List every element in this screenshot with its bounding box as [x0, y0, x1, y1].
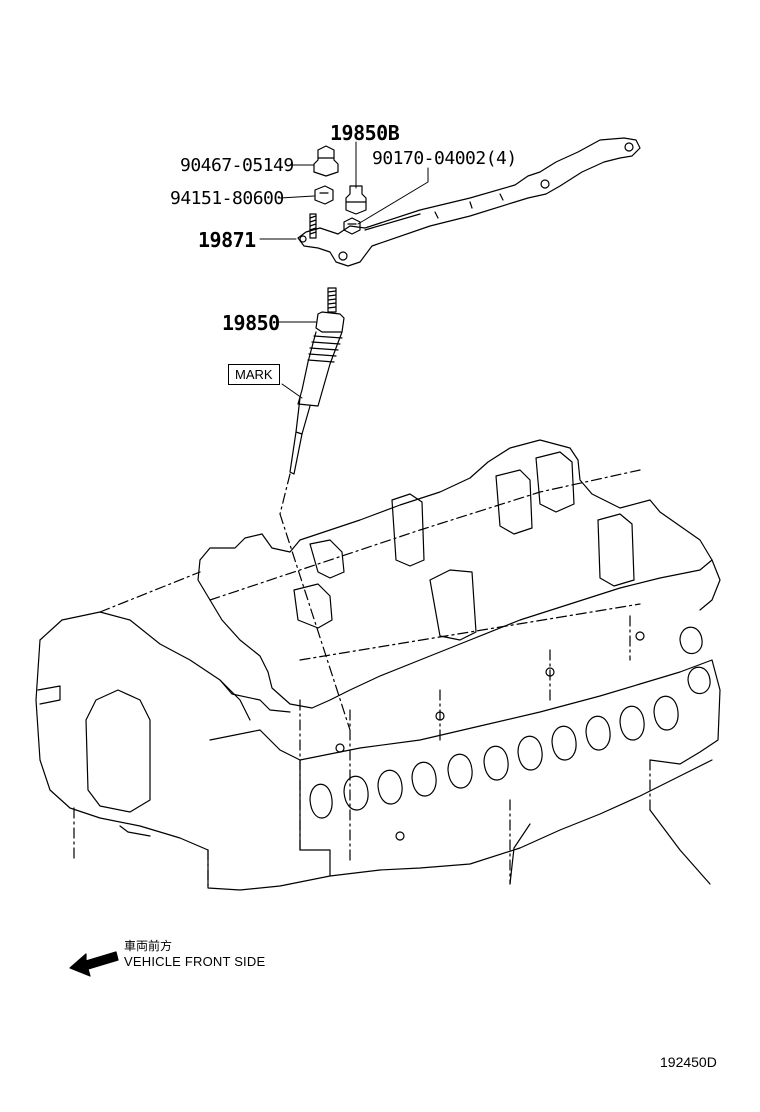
diagram-code: 192450D	[660, 1054, 717, 1070]
front-arrow-icon	[69, 951, 119, 977]
cylinder-head	[35, 439, 721, 891]
label-19850: 19850	[222, 311, 280, 335]
label-90170-04002: 90170-04002(4)	[372, 148, 517, 169]
nut-19850B	[345, 185, 367, 215]
stud	[309, 213, 317, 239]
label-94151-80600: 94151-80600	[170, 188, 284, 209]
label-19850B: 19850B	[330, 121, 400, 145]
legend-japanese: 車両前方	[124, 939, 173, 953]
nut-cap-90467-05149	[313, 145, 339, 177]
connector-bar-19871	[297, 137, 641, 267]
leader-lines	[259, 141, 429, 399]
label-19871: 19871	[198, 228, 256, 252]
nut-94151-80600	[314, 185, 334, 205]
glow-plug-19850	[289, 287, 345, 475]
mark-label: MARK	[228, 364, 280, 385]
nut-90170-04002	[343, 217, 361, 235]
legend-english: VEHICLE FRONT SIDE	[124, 954, 266, 969]
label-90467-05149: 90467-05149	[180, 155, 294, 176]
